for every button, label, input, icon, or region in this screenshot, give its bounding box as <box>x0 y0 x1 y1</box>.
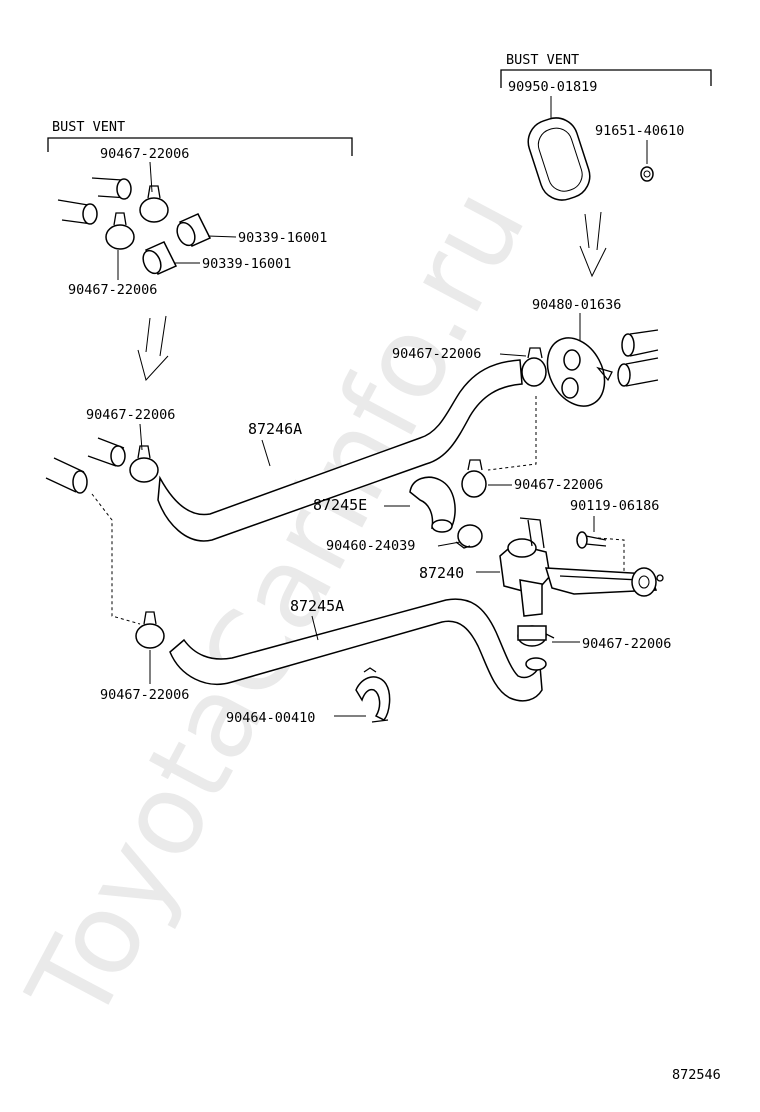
inlet-pipes <box>45 437 126 494</box>
part-number-label: 90467-22006 <box>514 477 603 493</box>
heater-hose-87245e <box>409 476 456 529</box>
right-bust-vent-label: BUST VENT <box>506 52 579 68</box>
clamp-part <box>461 459 487 498</box>
part-number-label: 90460-24039 <box>326 538 415 554</box>
part-number-label: 90339-16001 <box>238 230 327 246</box>
hose-label: 87245E <box>313 496 367 514</box>
part-number-label: 90467-22006 <box>100 146 189 162</box>
part-number-label: 90467-22006 <box>68 282 157 298</box>
part-number-label: 90950-01819 <box>508 79 597 95</box>
down-arrow-icon <box>137 315 169 382</box>
clamp-part <box>139 185 169 223</box>
valve-label: 87240 <box>419 564 464 582</box>
part-number-label: 90467-22006 <box>392 346 481 362</box>
heater-hose-87246a <box>157 359 523 542</box>
clamp-part <box>135 611 165 649</box>
part-number-label: 91651-40610 <box>595 123 684 139</box>
engine-pipes <box>617 329 659 387</box>
left-vent-pipes <box>57 177 132 225</box>
assembly-guide-line <box>487 396 537 471</box>
water-valve-87240 <box>499 517 664 617</box>
hose-cap-part <box>142 241 178 275</box>
bolt-part <box>576 531 607 549</box>
part-number-label: 90467-22006 <box>582 636 671 652</box>
part-number-label: 90480-01636 <box>532 297 621 313</box>
right-bust-vent-bracket <box>500 69 712 88</box>
part-number-label: 90119-06186 <box>570 498 659 514</box>
part-number-label: 90339-16001 <box>202 256 291 272</box>
heater-assembly-group: 90480-01636 90467-22006 <box>45 297 671 726</box>
left-bust-vent-bracket <box>47 137 353 156</box>
clamp-part <box>105 212 135 250</box>
diagram-number: 872546 <box>672 1067 721 1083</box>
down-arrow-icon <box>579 211 607 278</box>
clamp-part <box>455 524 483 549</box>
hose-label: 87245A <box>290 597 344 615</box>
right-bust-vent-group: BUST VENT 90950-01819 91651-40610 <box>500 52 712 278</box>
hose-label: 87246A <box>248 420 302 438</box>
left-bust-vent-group: BUST VENT 90467-22006 90339-160 <box>47 119 353 382</box>
assembly-guide-line <box>91 493 141 625</box>
heater-hose-87245a <box>169 598 543 702</box>
hose-cap-part <box>176 213 212 247</box>
part-number-label: 90464-00410 <box>226 710 315 726</box>
left-bust-vent-label: BUST VENT <box>52 119 125 135</box>
vent-plug-part <box>527 117 591 201</box>
clamp-part <box>521 347 547 387</box>
water-pipe-plate-part <box>546 337 613 407</box>
clamp-part <box>517 625 555 647</box>
hose-clip-part <box>355 667 391 723</box>
grommet-part <box>640 166 654 182</box>
assembly-guide-line <box>597 537 625 580</box>
part-number-label: 90467-22006 <box>100 687 189 703</box>
clamp-part <box>129 445 159 483</box>
part-number-label: 90467-22006 <box>86 407 175 423</box>
